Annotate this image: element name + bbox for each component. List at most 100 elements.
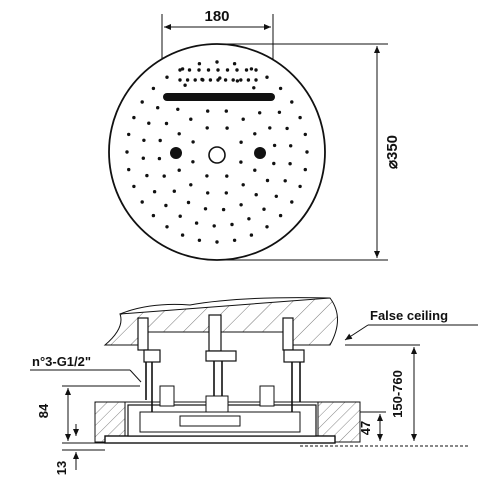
- nozzle-dot: [158, 138, 162, 143]
- valve-block-3: [259, 385, 275, 407]
- nozzle-dot: [164, 203, 168, 208]
- jet-right: [254, 147, 266, 159]
- nozzle-dot: [254, 78, 258, 82]
- nozzle-dot: [289, 144, 293, 148]
- nozzle-dot: [253, 168, 257, 172]
- nozzle-dot: [180, 233, 185, 237]
- nozzle-dot: [265, 178, 270, 183]
- valve-block-2: [205, 395, 229, 413]
- nozzle-dot: [241, 183, 245, 187]
- nozzle-dot: [212, 224, 216, 228]
- nozzle-dot: [247, 217, 251, 221]
- nozzle-dot: [180, 67, 185, 71]
- nozzle-dot: [189, 117, 193, 121]
- nozzle-dot: [165, 75, 169, 79]
- nozzle-dot: [203, 207, 208, 211]
- nozzle-dot: [206, 68, 211, 72]
- connector-right: [282, 317, 305, 412]
- nozzle-dot: [191, 160, 195, 164]
- nozzle-dot: [288, 162, 292, 166]
- center-jet: [208, 146, 226, 164]
- nozzle-dot: [206, 109, 210, 113]
- dim-180-label: 180: [204, 8, 229, 25]
- shower-plate: [104, 435, 336, 444]
- nozzle-dot: [265, 225, 269, 229]
- nozzle-dot: [224, 191, 228, 195]
- nozzle-dot: [283, 179, 287, 183]
- connections-label: n°3-G1/2": [32, 354, 91, 369]
- nozzle-dot: [239, 160, 243, 164]
- nozzle-dot: [246, 78, 251, 82]
- nozzle-dot: [225, 174, 229, 178]
- top-view: 180 ⌀350: [108, 8, 401, 261]
- connector-left: [137, 317, 161, 412]
- nozzle-dot: [176, 107, 180, 112]
- nozzle-dot: [162, 174, 166, 178]
- nozzle-dot: [197, 238, 202, 242]
- nozzle-dot: [278, 86, 283, 91]
- dim-84-label: 84: [36, 403, 51, 418]
- nozzle-dot: [254, 193, 258, 197]
- connector-center: [205, 314, 237, 412]
- nozzle-dot: [274, 194, 278, 198]
- nozzle-dot: [241, 117, 245, 121]
- nozzle-dot: [151, 213, 156, 218]
- nozzle-dot: [147, 121, 151, 125]
- nozzle-dot: [189, 183, 193, 187]
- nozzle-dot: [178, 78, 182, 82]
- nozzle-dot: [215, 60, 219, 64]
- nozzle-dot: [265, 75, 269, 79]
- nozzle-dot: [142, 138, 146, 142]
- nozzle-dot: [201, 78, 205, 82]
- nozzle-dot: [290, 200, 294, 204]
- nozzle-dot: [206, 191, 210, 195]
- nozzle-dot: [230, 222, 234, 227]
- nozzle-dot: [208, 78, 213, 82]
- nozzle-dot: [262, 207, 266, 211]
- nozzle-dot: [185, 78, 190, 82]
- nozzle-bar: [163, 93, 275, 101]
- nozzle-dot: [298, 184, 302, 189]
- nozzle-dot: [223, 78, 228, 82]
- nozzle-dot: [132, 184, 136, 189]
- nozzle-dot: [252, 86, 256, 90]
- ceiling-top-edge: [119, 297, 331, 315]
- nozzle-dot: [205, 174, 209, 178]
- nozzle-dot: [216, 68, 220, 72]
- nozzle-dot: [216, 78, 220, 82]
- nozzle-dot: [152, 190, 157, 194]
- nozzle-dot: [205, 126, 209, 130]
- nozzle-dot: [239, 140, 243, 144]
- nozzle-dot: [186, 200, 191, 205]
- nozzle-dots: [125, 60, 309, 244]
- nozzle-dot: [244, 68, 249, 72]
- false-ceiling-label: False ceiling: [370, 308, 448, 323]
- nozzle-dot: [303, 167, 307, 172]
- nozzle-dot: [197, 62, 202, 66]
- nozzle-dot: [285, 126, 289, 131]
- nozzle-dot: [127, 167, 131, 172]
- nozzle-dot: [165, 225, 169, 229]
- dim-150-760-label: 150-760: [390, 370, 405, 418]
- nozzle-dot: [278, 213, 283, 218]
- nozzle-dot: [231, 78, 235, 82]
- nozzle-dot: [151, 86, 156, 91]
- nozzle-dot: [290, 100, 294, 104]
- jet-left: [170, 147, 182, 159]
- nozzle-dot: [177, 132, 181, 136]
- nozzle-dot: [221, 207, 226, 212]
- nozzle-dot: [178, 68, 182, 72]
- dim-47-label: 47: [358, 421, 373, 435]
- nozzle-dot: [157, 156, 162, 161]
- side-view: False ceiling n°3-G1/2" 84 13 150-760 47: [30, 297, 478, 475]
- nozzle-dot: [132, 115, 136, 120]
- nozzle-dot: [125, 150, 129, 154]
- nozzle-dot: [127, 132, 131, 137]
- nozzle-dot: [194, 221, 199, 225]
- connections-leader: [129, 369, 142, 383]
- nozzle-dot: [187, 68, 192, 72]
- valve-block-1: [159, 385, 175, 407]
- dim-350-label: ⌀350: [384, 135, 401, 169]
- nozzle-dot: [183, 83, 187, 87]
